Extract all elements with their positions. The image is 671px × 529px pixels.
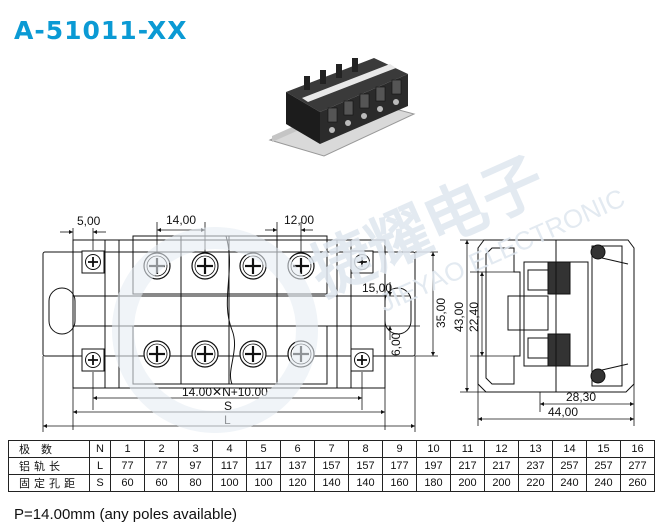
table-cell: 237 <box>518 457 553 475</box>
table-cell: 177 <box>382 457 417 475</box>
row-key: N <box>89 440 111 458</box>
footnote: P=14.00mm (any poles available) <box>14 506 238 523</box>
table-cell: 100 <box>212 474 247 492</box>
table-cell: 140 <box>314 474 349 492</box>
table-cell: 260 <box>620 474 655 492</box>
dim-s: S <box>224 399 232 413</box>
table-cell: 5 <box>246 440 281 458</box>
table-cell: 60 <box>144 474 179 492</box>
dim-12: 12,00 <box>284 213 314 227</box>
table-cell: 3 <box>178 440 213 458</box>
table-cell: 117 <box>246 457 281 475</box>
table-cell: 117 <box>212 457 247 475</box>
table-cell: 180 <box>416 474 451 492</box>
side-view <box>477 239 635 393</box>
technical-drawing: 5,00 14,00 12,00 15,00 6,00 35,00 43,00 … <box>42 213 635 432</box>
table-cell: 217 <box>450 457 485 475</box>
dim-6: 6,00 <box>389 332 403 356</box>
table-cell: 160 <box>382 474 417 492</box>
product-title: A-51011-XX <box>14 16 188 45</box>
table-cell: 257 <box>586 457 621 475</box>
table-cell: 7 <box>314 440 349 458</box>
table-cell: 8 <box>348 440 383 458</box>
row-key: S <box>89 474 111 492</box>
table-cell: 14 <box>552 440 587 458</box>
table-cell: 77 <box>144 457 179 475</box>
row-label: 固定孔距 <box>8 474 90 492</box>
table-cell: 80 <box>178 474 213 492</box>
table-cell: 4 <box>212 440 247 458</box>
table-cell: 12 <box>484 440 519 458</box>
table-cell: 140 <box>348 474 383 492</box>
row-label: 极 数 <box>8 440 90 458</box>
table-cell: 11 <box>450 440 485 458</box>
table-cell: 2 <box>144 440 179 458</box>
dim-43: 43,00 <box>452 302 466 332</box>
dim-pitch-formula: 14.00✕N+10.00 <box>182 385 268 399</box>
table-cell: 200 <box>484 474 519 492</box>
table-cell: 9 <box>382 440 417 458</box>
dim-5: 5,00 <box>77 214 101 228</box>
table-cell: 240 <box>586 474 621 492</box>
dim-l: L <box>224 413 231 427</box>
table-cell: 16 <box>620 440 655 458</box>
table-cell: 257 <box>552 457 587 475</box>
dim-44: 44,00 <box>548 405 578 419</box>
table-cell: 120 <box>280 474 315 492</box>
table-cell: 157 <box>314 457 349 475</box>
table-cell: 217 <box>484 457 519 475</box>
dim-22: 22,40 <box>467 302 481 332</box>
dim-28: 28,30 <box>566 390 596 404</box>
table-cell: 157 <box>348 457 383 475</box>
dim-15: 15,00 <box>362 281 392 295</box>
table-cell: 97 <box>178 457 213 475</box>
table-cell: 6 <box>280 440 315 458</box>
row-label: 铝轨长 <box>8 457 90 475</box>
table-cell: 197 <box>416 457 451 475</box>
table-cell: 15 <box>586 440 621 458</box>
product-photo <box>268 58 416 157</box>
table-cell: 100 <box>246 474 281 492</box>
table-cell: 220 <box>518 474 553 492</box>
table-cell: 137 <box>280 457 315 475</box>
table-cell: 200 <box>450 474 485 492</box>
side-dimensions <box>460 239 635 426</box>
table-cell: 1 <box>110 440 145 458</box>
table-cell: 60 <box>110 474 145 492</box>
dim-14: 14,00 <box>166 213 196 227</box>
table-cell: 240 <box>552 474 587 492</box>
table-cell: 77 <box>110 457 145 475</box>
table-cell: 10 <box>416 440 451 458</box>
table-cell: 277 <box>620 457 655 475</box>
row-key: L <box>89 457 111 475</box>
table-cell: 13 <box>518 440 553 458</box>
dim-35: 35,00 <box>434 298 448 328</box>
